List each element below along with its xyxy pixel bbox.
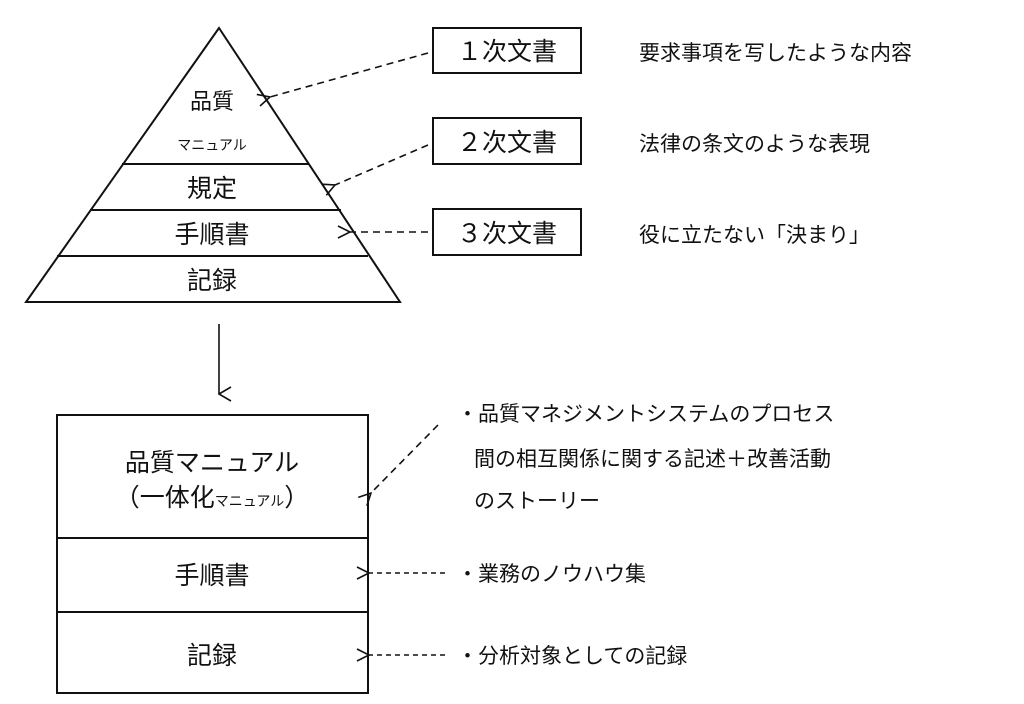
note-records: ・分析対象としての記録: [457, 644, 687, 668]
note-procedures: ・業務のノウハウ集: [457, 562, 646, 586]
doc-level-1: １次文書 要求事項を写したような内容: [270, 27, 912, 97]
pyramid-layer-quality: 品質: [190, 90, 234, 115]
doc-level-box: [432, 117, 582, 165]
doc-level-2: ２次文書 法律の条文のような表現: [335, 117, 870, 185]
stack-integrated-suffix: ）: [284, 483, 309, 512]
dashed-arrow: [270, 52, 429, 97]
doc-level-box: [432, 208, 582, 256]
note-manual-line-2: 間の相互関係に関する記述＋改善活動: [474, 447, 831, 471]
doc-level-3: ３次文書 役に立たない「決まり」: [350, 208, 870, 256]
note-manual-line-1: ・品質マネジメントシステムのプロセス: [457, 402, 834, 426]
pyramid-layer-manual: マニュアル: [177, 138, 247, 154]
doc-level-box: [432, 27, 582, 74]
doc-level-description: 役に立たない「決まり」: [639, 223, 870, 247]
doc-level-label: ２次文書: [457, 128, 557, 157]
stack-integrated-prefix: （一体化: [115, 483, 215, 512]
stack-outline: [56, 414, 369, 694]
stack-records: 記録: [187, 641, 237, 670]
doc-level-label: ３次文書: [457, 219, 557, 248]
note-manual-line-3: のストーリー: [474, 489, 600, 513]
stack-procedures: 手順書: [174, 561, 249, 590]
doc-level-description: 法律の条文のような表現: [639, 132, 870, 156]
doc-level-description: 要求事項を写したような内容: [639, 41, 912, 65]
stack-integrated-manual: （一体化マニュアル）: [115, 483, 310, 512]
pyramid: 品質 マニュアル 規定 手順書 記録: [24, 26, 402, 303]
integrated-stack: 品質マニュアル （一体化マニュアル） 手順書 記録: [56, 414, 369, 694]
stack-integrated-small: マニュアル: [215, 494, 285, 510]
pyramid-layer-procedures: 手順書: [174, 220, 249, 249]
pyramid-layer-regulations: 規定: [187, 174, 237, 203]
stack-quality-manual: 品質マニュアル: [125, 448, 299, 477]
dashed-arrow-manual: [371, 424, 439, 493]
pyramid-layer-records: 記録: [187, 266, 237, 295]
dashed-arrow: [335, 144, 429, 185]
doc-level-label: １次文書: [457, 37, 557, 66]
